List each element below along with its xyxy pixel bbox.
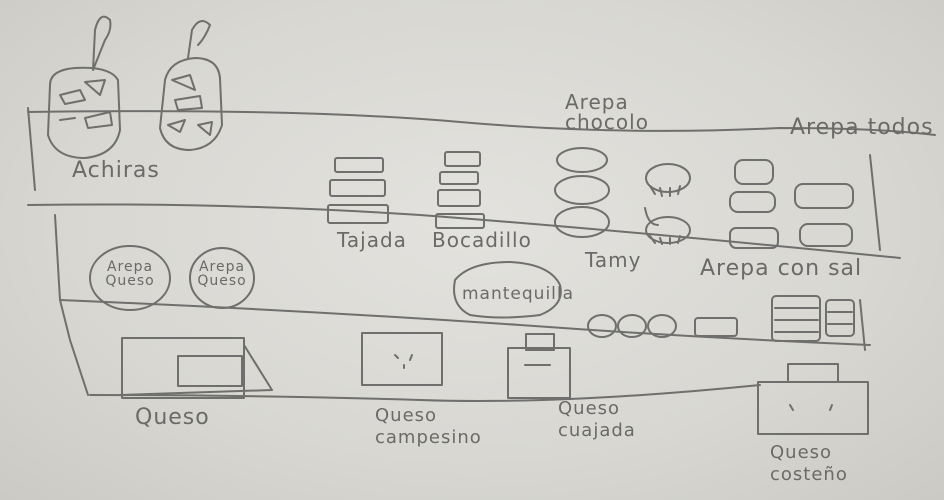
tajada-stack xyxy=(327,157,389,224)
shelf-line-1 xyxy=(27,203,901,259)
arepa-con-sal-items xyxy=(587,295,855,342)
queso-cuajada-box xyxy=(507,333,571,399)
label-bocadillo: Bocadillo xyxy=(432,228,532,252)
arepa-todos-blocks xyxy=(729,159,854,249)
bocadillo-stack xyxy=(435,151,485,229)
label-arepa-queso-1: Arepa Queso xyxy=(105,259,155,289)
frame-left xyxy=(27,107,89,396)
label-queso-costeno: Queso costeño xyxy=(770,442,848,485)
shelf-line-top xyxy=(27,110,936,136)
label-mantequilla: mantequilla xyxy=(462,284,575,304)
label-arepa-todos: Arepa todos xyxy=(790,115,934,140)
arepa-queso-circles xyxy=(89,245,255,311)
queso-box xyxy=(119,337,273,399)
label-tajada: Tajada xyxy=(337,228,407,252)
arepa-chocolo-ovals xyxy=(554,147,610,238)
shelf-line-3 xyxy=(89,384,761,402)
mantequilla-blob xyxy=(453,261,562,319)
achiras-bag-2 xyxy=(159,20,223,151)
shelf-line-2 xyxy=(59,299,871,346)
label-arepa-chocolo: Arepa chocolo xyxy=(565,90,649,134)
label-queso-campesino: Queso campesino xyxy=(375,405,482,448)
queso-costeno-box xyxy=(757,363,869,435)
label-queso-cuajada: Queso cuajada xyxy=(558,398,636,441)
label-queso: Queso xyxy=(135,405,210,430)
achiras-bag-1 xyxy=(47,15,121,159)
queso-campesino-box xyxy=(361,332,443,386)
tamy-baskets xyxy=(644,163,691,245)
label-tamy: Tamy xyxy=(585,248,642,272)
frame-right xyxy=(859,154,881,351)
label-achiras: Achiras xyxy=(72,158,160,183)
label-arepa-queso-2: Arepa Queso xyxy=(197,259,247,289)
label-arepa-con-sal: Arepa con sal xyxy=(700,256,863,281)
